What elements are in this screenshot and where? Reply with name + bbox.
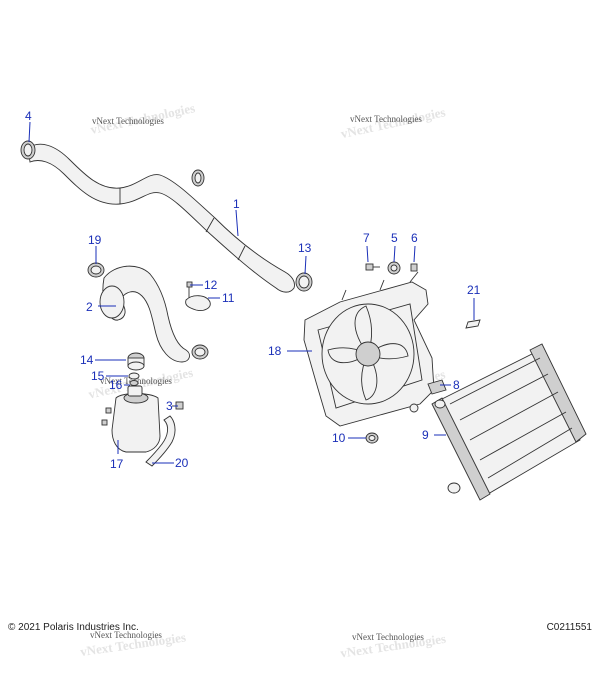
hose-clamp-13 xyxy=(295,272,313,292)
watermark-top-left: vNext Technologies vNext Technologies xyxy=(89,100,196,137)
lower-coolant-hose xyxy=(99,265,190,363)
reservoir-cap-14 xyxy=(127,352,145,371)
callout-4: 4 xyxy=(25,109,32,123)
callout-21: 21 xyxy=(467,283,481,297)
callout-18: 18 xyxy=(268,344,282,358)
clip-21 xyxy=(465,319,481,329)
reservoir-bolt-a xyxy=(105,407,112,414)
grommet-10 xyxy=(365,432,379,444)
radiator-9 xyxy=(409,343,587,501)
callout-5: 5 xyxy=(391,231,398,245)
radiator-fan xyxy=(321,303,415,405)
callout-17: 17 xyxy=(110,457,124,471)
watermark-text-6: vNext Technologies xyxy=(352,632,424,642)
callout-12: 12 xyxy=(204,278,218,292)
mount-8 xyxy=(427,379,447,395)
grommet-5 xyxy=(387,261,401,275)
hose-clamp-19 xyxy=(87,262,105,278)
callout-8: 8 xyxy=(453,378,460,392)
callout-9: 9 xyxy=(422,428,429,442)
seal-15 xyxy=(128,372,140,380)
callout-10: 10 xyxy=(332,431,346,445)
copyright-text: © 2021 Polaris Industries Inc. xyxy=(8,622,139,633)
callout-6: 6 xyxy=(411,231,418,245)
watermark-top-right: vNext Technologies vNext Technologies xyxy=(339,104,446,141)
callout-20: 20 xyxy=(175,456,189,470)
overflow-hose-20 xyxy=(145,415,176,467)
watermark-bottom-left: vNext Technologies vNext Technologies xyxy=(79,629,187,659)
callout-7: 7 xyxy=(363,231,370,245)
callout-1: 1 xyxy=(233,197,240,211)
hose-clamp-4 xyxy=(20,140,36,160)
callout-labels: 4 1 19 2 12 11 13 7 5 6 21 18 14 15 16 3… xyxy=(25,109,481,471)
drawing-code: C0211551 xyxy=(546,622,592,633)
callout-15: 15 xyxy=(91,369,105,383)
callout-14: 14 xyxy=(80,353,94,367)
lower-hose-clamp xyxy=(191,344,209,360)
callout-19: 19 xyxy=(88,233,102,247)
watermark-text-2: vNext Technologies xyxy=(350,114,422,124)
callout-16: 16 xyxy=(109,378,123,392)
screw-7 xyxy=(365,263,380,271)
callout-2: 2 xyxy=(86,300,93,314)
watermark-bottom-right: vNext Technologies vNext Technologies xyxy=(339,631,447,661)
coolant-reservoir xyxy=(111,385,161,453)
callout-11: 11 xyxy=(222,291,235,305)
watermark-text-5: vNext Technologies xyxy=(90,630,162,640)
upper-coolant-hose xyxy=(27,143,295,293)
leader-lines xyxy=(28,121,475,464)
callout-13: 13 xyxy=(298,241,312,255)
callout-3: 3 xyxy=(166,399,173,413)
bracket-11 xyxy=(185,295,211,311)
seal-16 xyxy=(129,380,139,386)
watermark-text-1: vNext Technologies xyxy=(92,116,164,126)
nut-6 xyxy=(410,263,418,272)
small-clamp-top xyxy=(191,169,205,187)
reservoir-bolt-b xyxy=(101,419,108,426)
